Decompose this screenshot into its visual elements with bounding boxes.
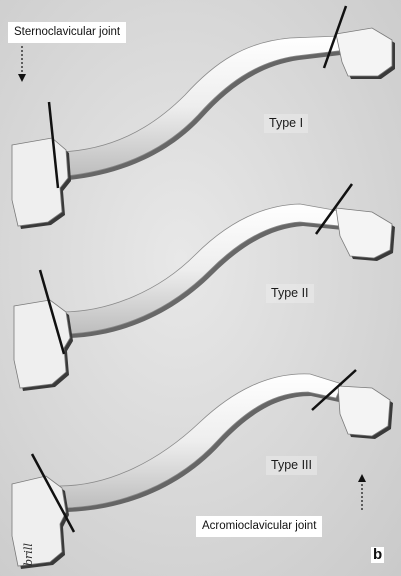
type-3-label: Type III: [266, 456, 317, 475]
artist-signature: brill: [22, 543, 35, 566]
type-1-label: Type I: [264, 114, 308, 133]
acromioclavicular-joint-label: Acromioclavicular joint: [196, 516, 322, 537]
panel-letter: b: [371, 547, 384, 563]
sternoclavicular-joint-label: Sternoclavicular joint: [8, 22, 126, 43]
type-2-label: Type II: [266, 284, 314, 303]
